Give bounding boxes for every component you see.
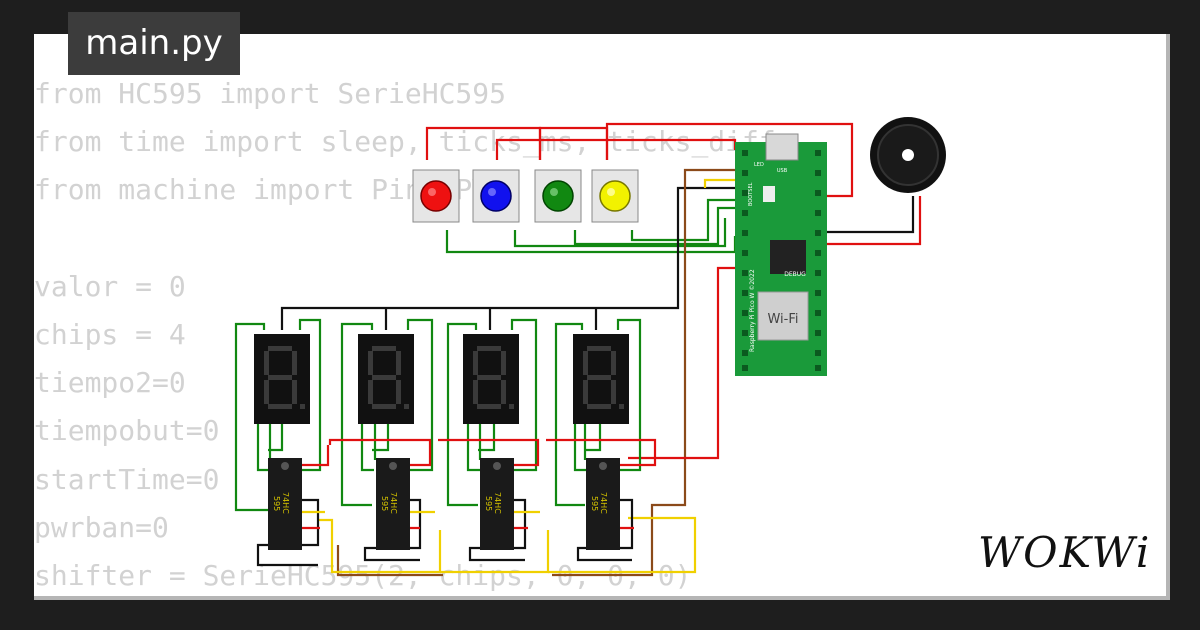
code-line: from time import sleep, ticks_ms, ticks_… <box>34 125 776 159</box>
shift-register-chip[interactable]: 74HC 595 <box>586 458 620 550</box>
code-line: tiempobut=0 <box>34 414 220 448</box>
shift-register-chip[interactable]: 74HC 595 <box>480 458 514 550</box>
wifi-label: Wi-Fi <box>767 312 798 327</box>
code-line: from machine import Pin, PWM <box>34 173 507 207</box>
chip-label: 74HC <box>493 492 502 514</box>
code-line: startTime=0 <box>34 462 220 496</box>
yellow-pushbutton[interactable] <box>591 169 639 223</box>
seven-segment-display[interactable] <box>358 334 414 424</box>
shift-register-chips: 74HC 595 74HC 595 74HC 595 74HC 595 <box>268 458 620 550</box>
code-line: valor = 0 <box>34 269 186 303</box>
board-text: Raspberry Pi Pico W ©2022 <box>749 269 756 352</box>
chip-label: 595 <box>272 496 281 511</box>
seven-segment-display[interactable] <box>254 334 310 424</box>
seven-segment-display[interactable] <box>573 334 629 424</box>
red-pushbutton[interactable] <box>412 169 460 223</box>
led-label: LED <box>754 162 764 168</box>
code-line: chips = 4 <box>34 317 186 351</box>
chip-label: 74HC <box>599 492 608 514</box>
shift-register-chip[interactable]: 74HC 595 <box>376 458 410 550</box>
chip-label: 595 <box>590 496 599 511</box>
file-tab[interactable]: main.py <box>68 12 240 75</box>
chip-label: 595 <box>380 496 389 511</box>
code-line: pwrban=0 <box>34 510 169 544</box>
pushbuttons <box>412 169 639 223</box>
buzzer[interactable] <box>870 117 946 193</box>
debug-label: DEBUG <box>784 271 806 278</box>
pico-w-board[interactable]: Wi-Fi DEBUG LED USB BOOTSEL Raspberry Pi… <box>735 133 827 376</box>
chip-label: 595 <box>484 496 493 511</box>
code-line: from HC595 import SerieHC595 <box>34 77 507 110</box>
code-editor: from HC595 import SerieHC595 from time im… <box>34 70 776 600</box>
bootsel-label: BOOTSEL <box>748 182 754 206</box>
seven-segment-displays <box>254 334 629 424</box>
seven-segment-display[interactable] <box>463 334 519 424</box>
chip-label: 74HC <box>389 492 398 514</box>
code-line: tiempo2=0 <box>34 366 186 400</box>
shift-register-chip[interactable]: 74HC 595 <box>268 458 302 550</box>
wokwi-logo: WOKWi <box>978 528 1152 577</box>
chip-label: 74HC <box>281 492 290 514</box>
usb-label: USB <box>777 168 788 174</box>
green-pushbutton[interactable] <box>534 169 582 223</box>
blue-pushbutton[interactable] <box>472 169 520 223</box>
